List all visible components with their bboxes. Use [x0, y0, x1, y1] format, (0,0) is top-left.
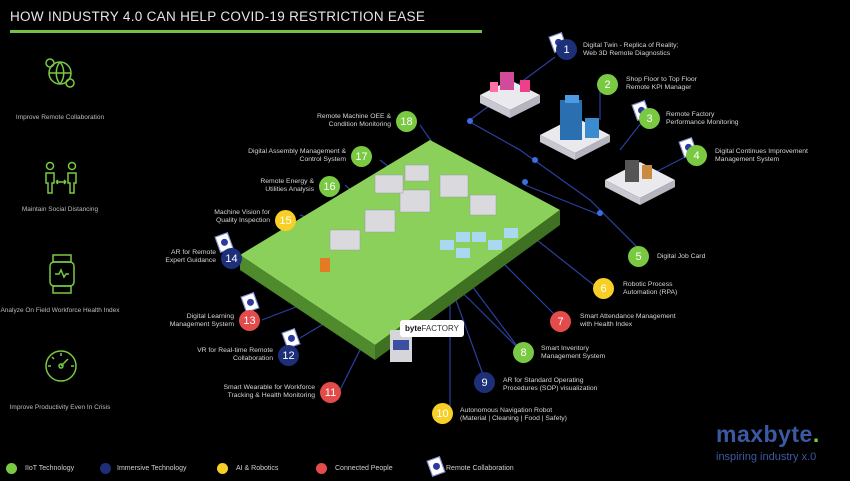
benefit-label: Maintain Social Distancing — [21, 206, 99, 213]
legend-label: Immersive Technology — [117, 465, 187, 472]
item-number-badge: 14 — [221, 248, 242, 269]
item-number-badge: 7 — [550, 311, 571, 332]
speedometer-productivity-icon — [45, 350, 77, 382]
item-label: Digital Twin - Replica of Reality;Web 3D… — [583, 42, 679, 57]
byte-factory-byte-text: byte — [405, 324, 422, 333]
benefit-label: Improve Productivity Even In Crisis — [9, 404, 111, 411]
item-number-badge: 4 — [686, 145, 707, 166]
legend-swatch-immersive — [100, 463, 111, 474]
legend-label: IIoT Technology — [25, 465, 75, 472]
legend-swatch-iiot — [6, 463, 17, 474]
legend-label: AI & Robotics — [236, 465, 279, 472]
smartwatch-health-icon — [49, 254, 75, 294]
item-number-badge: 1 — [556, 39, 577, 60]
item-label: Remote Energy &Utilities Analysis — [260, 178, 314, 193]
item-number-badge: 15 — [275, 210, 296, 231]
benefit-label: Analyze On Field Workforce Health Index — [0, 307, 120, 314]
page-title: HOW INDUSTRY 4.0 CAN HELP COVID-19 RESTR… — [10, 9, 426, 24]
legend-label: Connected People — [335, 465, 393, 472]
item-label: Digital Assembly Management &Control Sys… — [248, 148, 346, 163]
social-distancing-icon — [45, 161, 77, 194]
item-number-badge: 3 — [639, 108, 660, 129]
item-number-badge: 12 — [278, 345, 299, 366]
title-underline — [10, 30, 482, 33]
legend-swatch-connected — [316, 463, 327, 474]
item-number-badge: 18 — [396, 111, 417, 132]
remote-collaboration-icon — [45, 58, 75, 88]
logo-tagline: inspiring industry x.0 — [716, 451, 817, 463]
item-number-badge: 8 — [513, 342, 534, 363]
item-label: Autonomous Navigation Robot(Material | C… — [460, 407, 567, 422]
maxbyte-logo: maxbyte. — [716, 421, 820, 447]
item-number-badge: 17 — [351, 146, 372, 167]
item-number-badge: 6 — [593, 278, 614, 299]
benefit-label: Improve Remote Collaboration — [15, 114, 105, 121]
item-number-badge: 13 — [239, 310, 260, 331]
item-number-badge: 2 — [597, 74, 618, 95]
item-number-badge: 11 — [320, 382, 341, 403]
item-number-badge: 5 — [628, 246, 649, 267]
item-number-badge: 16 — [319, 176, 340, 197]
item-label: Digital Job Card — [657, 253, 706, 260]
legend-swatch-ai — [217, 463, 228, 474]
legend-label: Remote Collaboration — [446, 465, 514, 472]
item-label: Remote Machine OEE &Condition Monitoring — [316, 113, 391, 128]
byte-factory-factory-text: FACTORY — [421, 324, 459, 333]
item-number-badge: 10 — [432, 403, 453, 424]
item-number-badge: 9 — [474, 372, 495, 393]
